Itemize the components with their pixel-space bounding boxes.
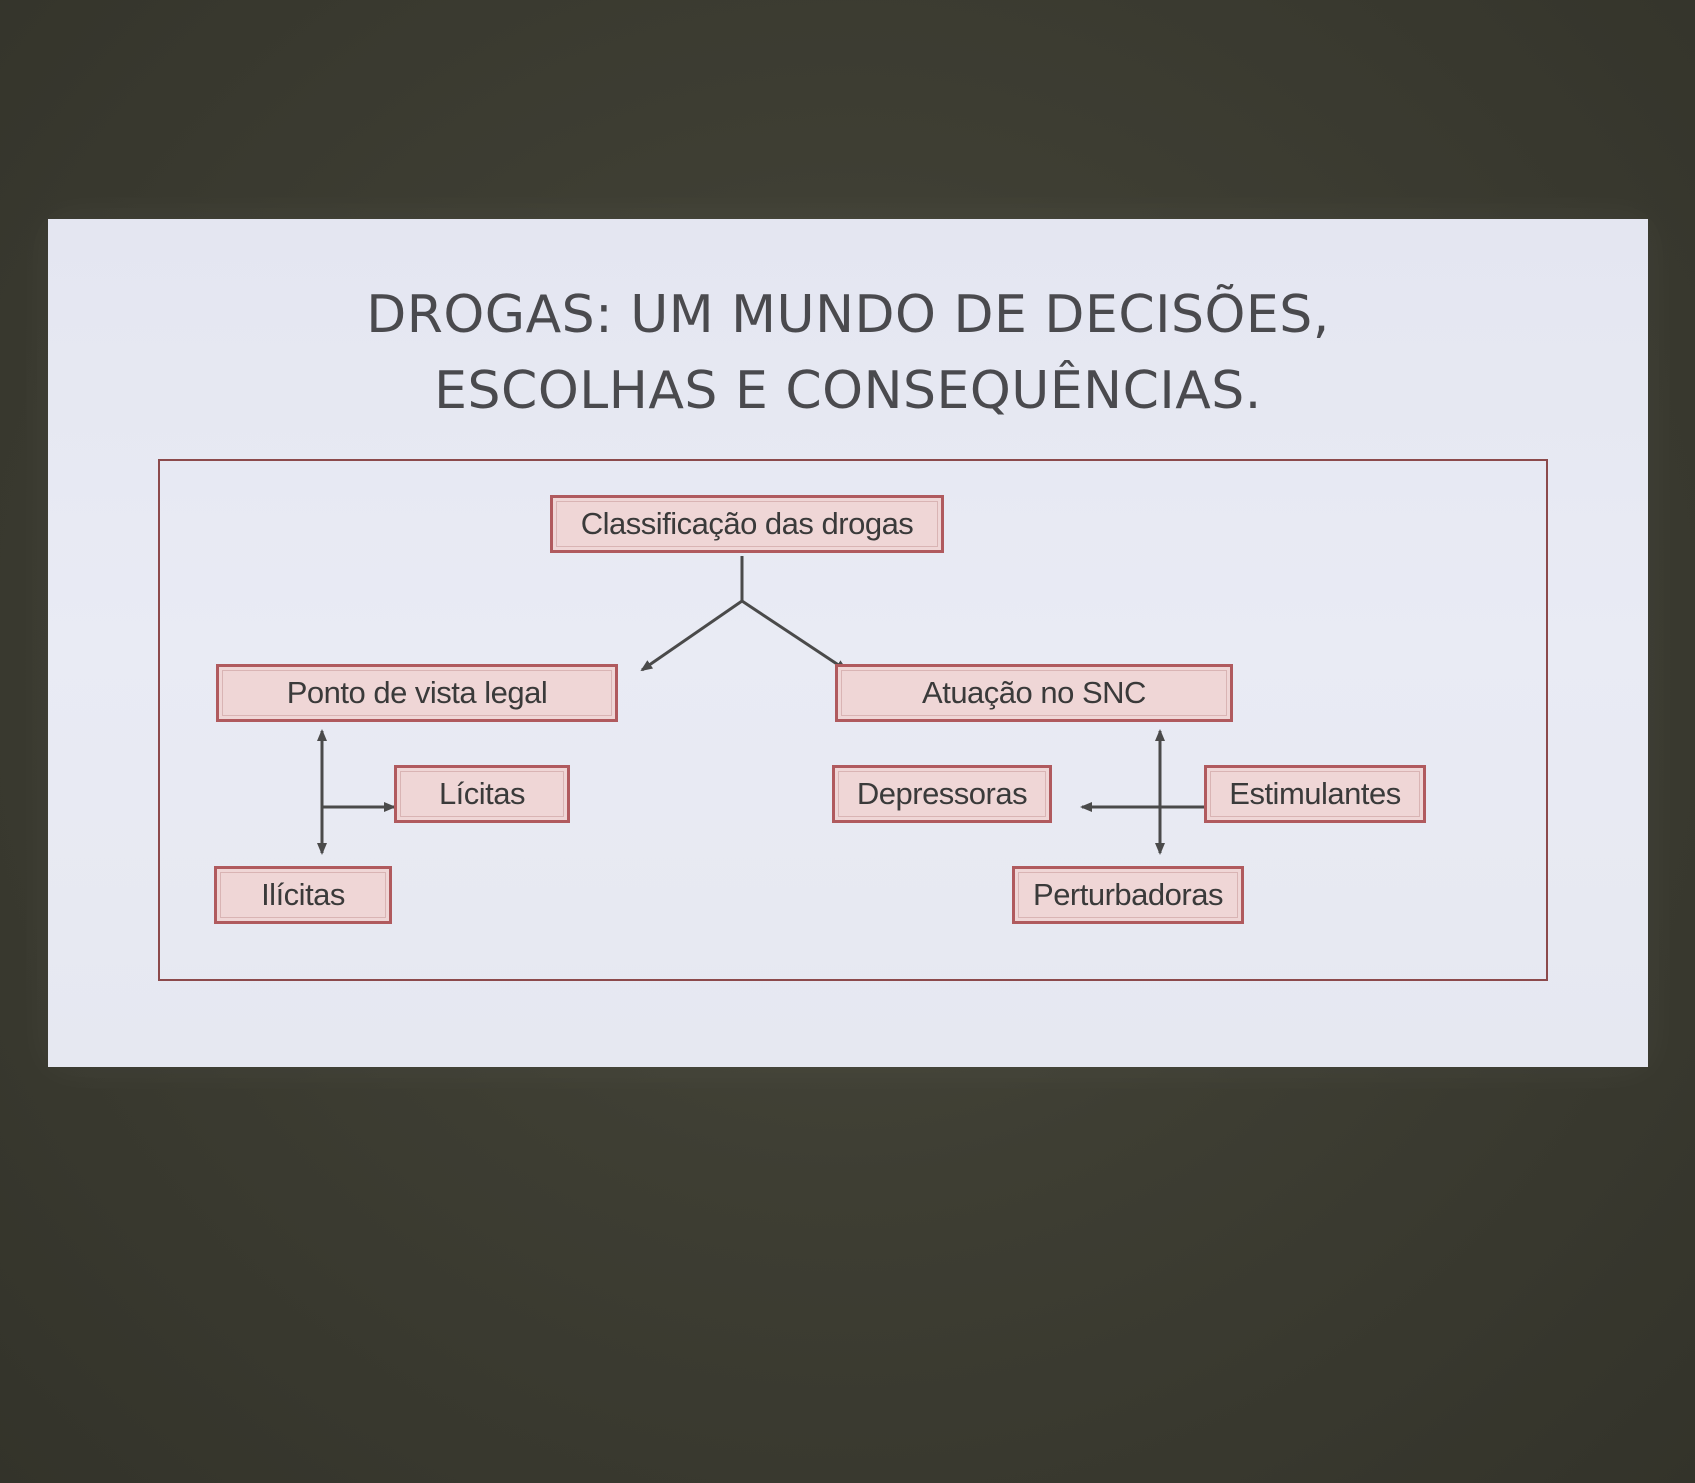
node-legal: Ponto de vista legal: [216, 664, 618, 722]
node-estimulantes-label: Estimulantes: [1229, 776, 1401, 811]
arrow-to-legal: [640, 599, 743, 672]
node-perturbadoras: Perturbadoras: [1012, 866, 1244, 924]
node-depressoras: Depressoras: [832, 765, 1052, 823]
node-root-label: Classificação das drogas: [580, 506, 914, 541]
node-root: Classificação das drogas: [550, 495, 944, 553]
slide-title-line-2: ESCOLHAS E CONSEQUÊNCIAS.: [434, 361, 1262, 421]
node-perturbadoras-label: Perturbadoras: [1033, 877, 1223, 912]
node-licitas: Lícitas: [394, 765, 570, 823]
node-legal-label: Ponto de vista legal: [286, 675, 548, 710]
node-snc-label: Atuação no SNC: [922, 675, 1146, 710]
slide-title: DROGAS: UM MUNDO DE DECISÕES, ESCOLHAS E…: [48, 277, 1648, 429]
node-snc: Atuação no SNC: [835, 664, 1233, 722]
node-estimulantes: Estimulantes: [1204, 765, 1426, 823]
slide-title-line-1: DROGAS: UM MUNDO DE DECISÕES,: [366, 285, 1330, 345]
node-depressoras-label: Depressoras: [856, 776, 1028, 811]
diagram-frame: Classificação das drogas Ponto de vista …: [158, 459, 1548, 981]
presentation-slide: DROGAS: UM MUNDO DE DECISÕES, ESCOLHAS E…: [48, 219, 1648, 1067]
node-ilicitas-label: Ilícitas: [261, 877, 345, 912]
arrow-to-snc: [741, 599, 848, 672]
node-licitas-label: Lícitas: [438, 776, 526, 811]
node-ilicitas: Ilícitas: [214, 866, 392, 924]
